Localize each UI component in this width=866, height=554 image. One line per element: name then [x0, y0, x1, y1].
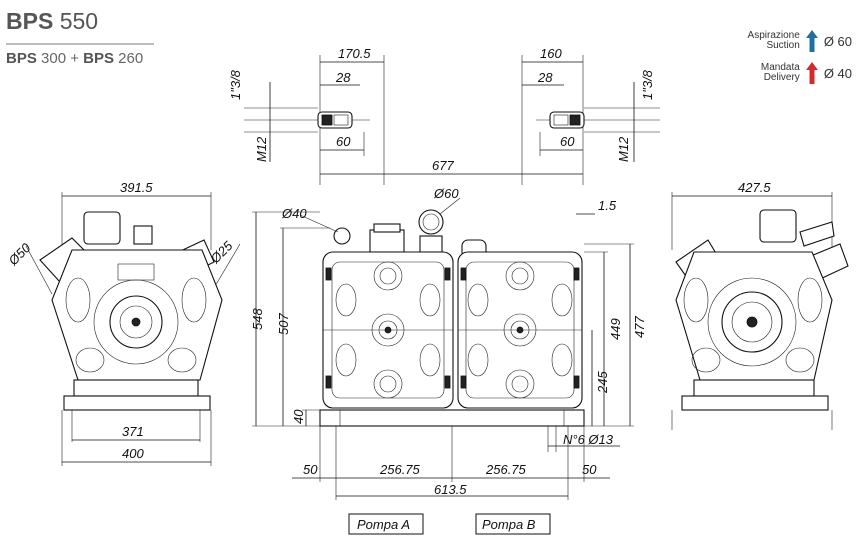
dim-base-50-right: 50 [582, 462, 597, 477]
dim-top-left-width: 170.5 [338, 46, 371, 61]
dim-thread-right-top: 1"3/8 [640, 69, 655, 100]
legend-suction-value: Ø 60 [823, 33, 852, 49]
dim-thread-left-top: 1"3/8 [228, 69, 243, 100]
dim-offset-1-5: 1.5 [598, 198, 617, 213]
dim-overall-length: 677 [432, 158, 454, 173]
dim-left-base-400: 400 [122, 446, 144, 461]
dim-top-left-inner: 28 [335, 70, 351, 85]
legend-delivery-en: Delivery [763, 72, 800, 83]
dim-holes: N°6 Ø13 [563, 432, 614, 447]
dim-height-477: 477 [632, 316, 647, 338]
sub-a-brand: BPS [6, 50, 37, 67]
side-view-left: 391.5 Ø50 Ø25 371 400 [5, 180, 241, 466]
model-title: BPS 550 [6, 8, 98, 35]
suction-arrow-icon [805, 30, 818, 52]
pump-b-box [475, 513, 551, 535]
front-view-pump-pair: Ø40 Ø60 [281, 186, 585, 427]
model-number: 550 [59, 8, 99, 34]
flange-detail-left: 170.5 28 60 1"3/8 M12 [228, 46, 385, 185]
legend-suction-en: Suction [766, 40, 800, 51]
sub-a-number: 300 [41, 50, 67, 67]
sub-b-brand: BPS [83, 50, 114, 67]
dim-base-50-left: 50 [303, 462, 318, 477]
legend-delivery-value: Ø 40 [823, 65, 852, 81]
dim-thread-right-bottom: M12 [616, 136, 631, 162]
sub-b-number: 260 [118, 50, 144, 67]
dim-height-507: 507 [276, 313, 291, 335]
dim-height-548: 548 [250, 308, 265, 330]
dim-top-left-bottom: 60 [336, 134, 351, 149]
side-view-right: 427.5 [671, 180, 849, 430]
model-subtitle: BPS 300 + BPS 260 [6, 50, 143, 67]
pump-a-label: Pompa A [357, 517, 410, 532]
base-dimension-chain: 50 256.75 256.75 50 613.5 [292, 426, 610, 500]
dim-left-base-371: 371 [122, 424, 144, 439]
dim-height-449: 449 [608, 318, 623, 340]
sub-separator: + [70, 50, 79, 67]
dim-base-256-left: 256.75 [379, 462, 421, 477]
dim-right-width-top: 427.5 [738, 180, 771, 195]
flange-detail-right: 160 28 60 1"3/8 M12 [521, 46, 660, 185]
dim-height-40: 40 [291, 409, 306, 424]
dim-diam-40: Ø40 [281, 206, 307, 221]
dim-left-diam-50: Ø50 [5, 240, 34, 269]
legend-delivery-it: Mandata [760, 62, 800, 73]
title-rule [6, 43, 154, 45]
dim-left-width-top: 391.5 [120, 180, 153, 195]
dim-top-right-width: 160 [540, 46, 562, 61]
dim-base-total: 613.5 [434, 482, 467, 497]
dim-base-256-right: 256.75 [485, 462, 527, 477]
pump-b-label: Pompa B [482, 517, 536, 532]
model-brand: BPS [6, 8, 54, 34]
pump-a-box [348, 513, 424, 535]
dim-diam-60: Ø60 [433, 186, 459, 201]
dim-thread-left-bottom: M12 [254, 136, 269, 162]
dim-top-right-inner: 28 [537, 70, 553, 85]
dim-top-right-bottom: 60 [560, 134, 575, 149]
delivery-arrow-icon [805, 62, 818, 84]
dim-height-245: 245 [595, 371, 610, 394]
legend-suction-it: Aspirazione [747, 30, 800, 41]
